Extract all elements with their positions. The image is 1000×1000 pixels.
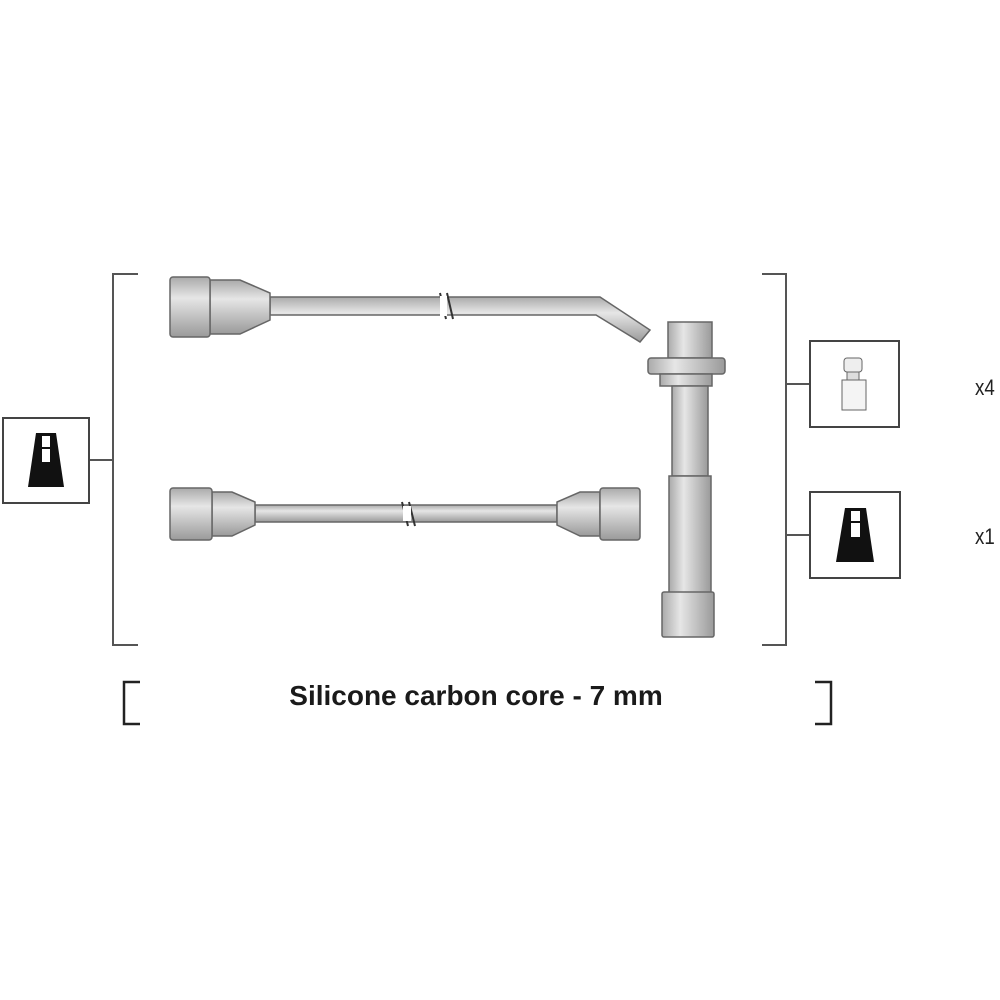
caption-bracket-right <box>815 680 833 726</box>
quantity-label-x4: x4 <box>975 375 995 400</box>
spark-plug-connector-icon <box>809 340 900 428</box>
left-bracket <box>89 273 138 646</box>
coil-connector-icon <box>809 491 901 579</box>
caption: Silicone carbon core - 7 mm <box>289 680 663 711</box>
caption-bracket-left <box>122 680 140 726</box>
cable-straight <box>169 487 641 541</box>
quantity-label-x1: x1 <box>975 524 995 549</box>
cable-long-angled <box>169 276 726 638</box>
right-bracket <box>762 273 810 646</box>
distributor-connector-icon <box>2 417 90 504</box>
